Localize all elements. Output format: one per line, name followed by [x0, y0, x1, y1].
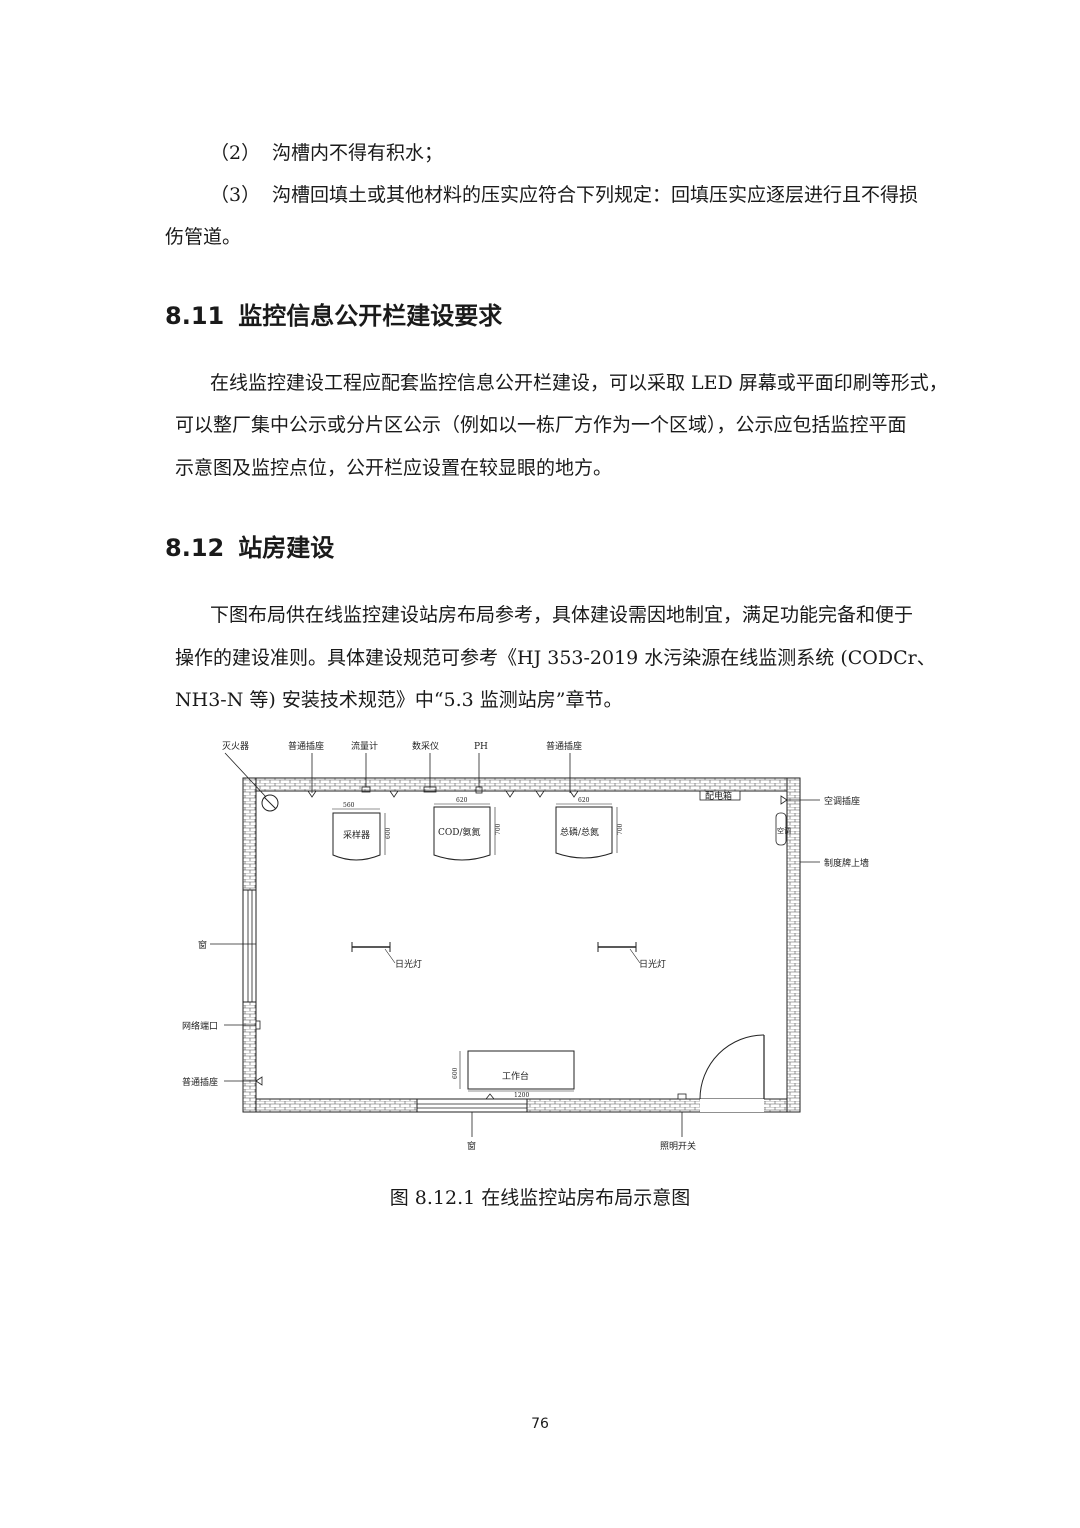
door [699, 1034, 765, 1112]
section-number: 8.11 [165, 302, 225, 330]
list-item-number: （2） [210, 142, 261, 164]
label-ac-unit: 空调 [777, 826, 791, 835]
socket-left-icon [255, 1076, 263, 1086]
label-rules-board: 制度牌上墙 [824, 857, 869, 869]
equipment-name: COD/氨氮 [438, 826, 481, 838]
label-distribution-box: 配电箱 [705, 790, 732, 802]
section-title: 站房建设 [238, 534, 335, 562]
dim-width: 1200 [514, 1092, 529, 1099]
label-ph: PH [474, 742, 488, 752]
section-8-12-line-3: NH3-N 等) 安装技术规范》中“5.3 监测站房”章节。 [175, 689, 623, 711]
list-item-text: 沟槽内不得有积水； [272, 142, 444, 164]
label-window-bottom: 窗 [467, 1140, 476, 1152]
section-8-11-line-3: 示意图及监控点位，公开栏应设置在较显眼的地方。 [175, 457, 613, 479]
list-item-3-continuation: 伤管道。 [165, 226, 242, 248]
label-socket-top-left: 普通插座 [288, 740, 324, 752]
distribution-box [699, 790, 741, 801]
equipment-name: 总磷/总氮 [560, 826, 599, 838]
dim-width: 620 [578, 797, 590, 804]
label-flowmeter: 流量计 [351, 740, 378, 752]
section-8-11-line-2: 可以整厂集中公示或分片区公示（例如以一栋厂方作为一个区域），公示应包括监控平面 [175, 414, 907, 436]
dim-depth: 700 [617, 823, 624, 835]
dim-width: 560 [343, 802, 355, 809]
section-8-11-heading: 8.11 监控信息公开栏建设要求 [165, 296, 502, 331]
label-extinguisher: 灭火器 [222, 741, 249, 752]
label-ac-socket: 空调插座 [824, 795, 860, 807]
ac-socket-icon [780, 795, 788, 805]
list-item-text: 沟槽回填土或其他材料的压实应符合下列规定：回填压实应逐层进行且不得损 [272, 184, 919, 206]
workbench: 工作台 1200 600 [452, 1050, 575, 1100]
dim-depth: 700 [495, 823, 502, 835]
dim-width: 620 [456, 797, 468, 804]
list-item-2: （2） 沟槽内不得有积水； [210, 142, 443, 164]
page-number: 76 [531, 1416, 549, 1432]
equipment-cod-ammonia: 620 COD/氨氮 700 [433, 797, 502, 861]
equipment-name: 采样器 [343, 829, 370, 841]
socket-icons-top [307, 790, 579, 798]
label-fluorescent-left: 日光灯 [395, 958, 422, 970]
section-title: 监控信息公开栏建设要求 [238, 302, 503, 330]
label-data-logger: 数采仪 [412, 740, 439, 752]
light-switch-icon [677, 1093, 687, 1100]
section-8-11-line-1: 在线监控建设工程应配套监控信息公开栏建设，可以采取 LED 屏幕或平面印刷等形式… [210, 372, 948, 394]
workbench-label: 工作台 [502, 1070, 529, 1082]
list-item-3: （3） 沟槽回填土或其他材料的压实应符合下列规定：回填压实应逐层进行且不得损 [210, 184, 918, 206]
section-8-12-line-1: 下图布局供在线监控建设站房布局参考，具体建设需因地制宜，满足功能完备和便于 [210, 604, 914, 626]
window-bottom [416, 1098, 528, 1113]
equipment-sampler: 560 采样器 600 [332, 802, 392, 861]
dim-depth: 600 [385, 827, 392, 839]
station-floorplan-diagram: 灭火器 普通插座 流量计 数采仪 PH 普通插座 配电箱 空调插座 空调 制度牌… [182, 740, 869, 1152]
dim-depth: 600 [452, 1067, 459, 1079]
fluorescent-lamp-right-icon [597, 942, 641, 964]
equipment-tp-tn: 620 总磷/总氮 700 [555, 797, 624, 859]
label-network-port: 网络端口 [182, 1020, 218, 1032]
label-light-switch: 照明开关 [660, 1140, 696, 1152]
section-number: 8.12 [165, 534, 225, 562]
figure-caption: 图 8.12.1 在线监控站房布局示意图 [389, 1187, 691, 1209]
fluorescent-lamp-left-icon [351, 942, 396, 964]
label-window-left: 窗 [198, 939, 207, 951]
extinguisher-icon [261, 794, 279, 812]
section-8-12-line-2: 操作的建设准则。具体建设规范可参考《HJ 353-2019 水污染源在线监测系统… [175, 647, 936, 669]
network-port-icon [255, 1020, 261, 1030]
label-socket-top-right: 普通插座 [546, 740, 582, 752]
label-socket-left: 普通插座 [182, 1076, 218, 1088]
list-item-number: （3） [210, 184, 261, 206]
ac-unit [775, 812, 787, 846]
label-fluorescent-right: 日光灯 [639, 958, 666, 970]
section-8-12-heading: 8.12 站房建设 [165, 528, 334, 563]
window-left [242, 889, 257, 1003]
